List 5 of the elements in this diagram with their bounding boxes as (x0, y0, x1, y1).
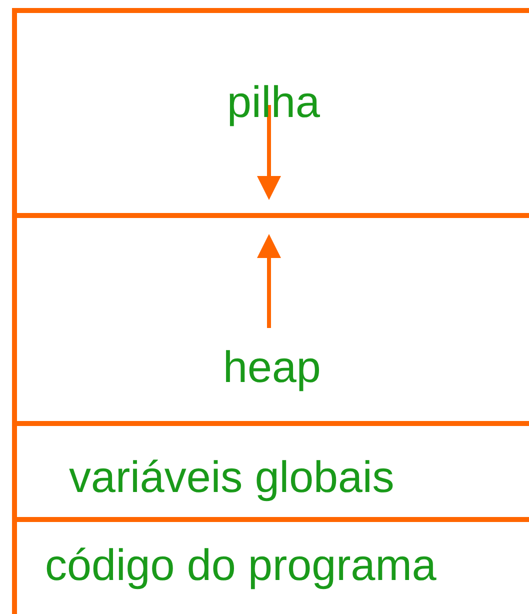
segment-label: código do programa (45, 544, 436, 588)
segment-label: heap (223, 346, 321, 390)
segment-label: variáveis globais (69, 456, 394, 500)
memory-segment (12, 517, 529, 614)
segment-label: pilha (227, 81, 320, 125)
